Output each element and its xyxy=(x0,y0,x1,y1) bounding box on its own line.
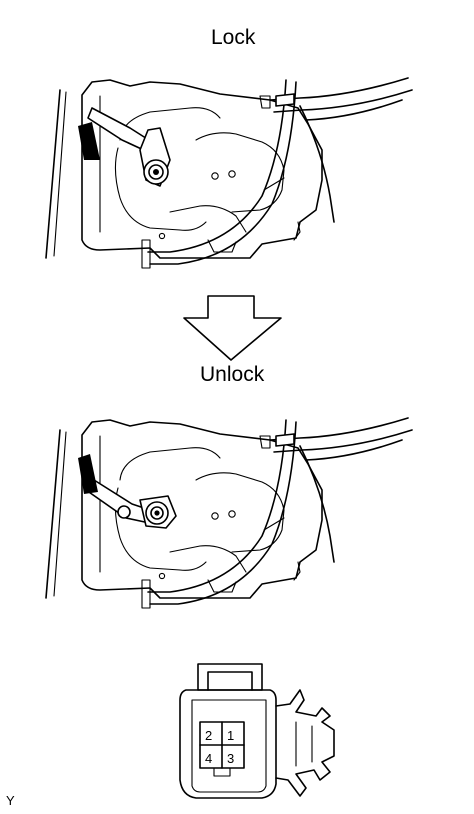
pin-3-label: 3 xyxy=(227,751,234,766)
unlock-label: Unlock xyxy=(200,363,265,386)
unlock-state-illustration xyxy=(45,417,413,609)
connector-illustration: 2 1 4 3 xyxy=(179,663,335,799)
corner-mark: Y xyxy=(6,793,15,808)
down-arrow-icon xyxy=(183,295,282,361)
pin-2-label: 2 xyxy=(205,728,212,743)
lock-state-illustration xyxy=(45,77,413,269)
lock-label: Lock xyxy=(211,26,256,49)
pin-1-label: 1 xyxy=(227,728,234,743)
pin-4-label: 4 xyxy=(205,751,212,766)
